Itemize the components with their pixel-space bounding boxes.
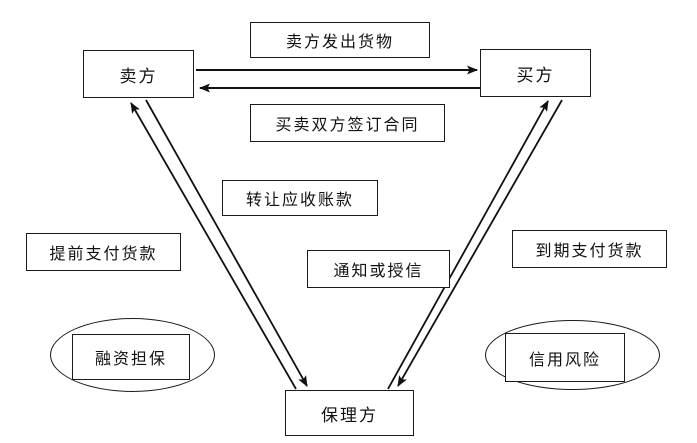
annotation-financing-guarantee[interactable]: 融资担保 bbox=[72, 334, 190, 380]
node-seller-label: 卖方 bbox=[119, 66, 158, 87]
node-buyer-label: 买方 bbox=[516, 65, 555, 86]
annotation-credit-risk-text: 信用风险 bbox=[528, 349, 601, 369]
label-advance-payment-text: 提前支付货款 bbox=[49, 244, 158, 263]
label-ship-goods[interactable]: 卖方发出货物 bbox=[250, 22, 430, 58]
label-notice-or-credit[interactable]: 通知或授信 bbox=[307, 250, 450, 288]
annotation-credit-risk[interactable]: 信用风险 bbox=[505, 333, 625, 382]
edge-factor-to-buyer bbox=[387, 100, 549, 390]
node-seller[interactable]: 卖方 bbox=[83, 50, 194, 98]
edge-seller-to-factor bbox=[145, 99, 308, 387]
node-factor-label: 保理方 bbox=[321, 405, 378, 426]
label-ship-goods-text: 卖方发出货物 bbox=[285, 32, 394, 51]
label-sign-contract-text: 买卖双方签订合同 bbox=[275, 115, 420, 134]
annotation-financing-guarantee-text: 融资担保 bbox=[94, 349, 167, 368]
label-notice-or-credit-text: 通知或授信 bbox=[333, 261, 424, 280]
label-transfer-receivables[interactable]: 转让应收账款 bbox=[222, 180, 378, 216]
label-advance-payment[interactable]: 提前支付货款 bbox=[26, 233, 181, 271]
edge-factor-to-seller bbox=[130, 102, 297, 390]
node-buyer[interactable]: 买方 bbox=[480, 49, 591, 97]
label-due-payment-text: 到期支付货款 bbox=[535, 241, 644, 260]
edge-buyer-to-factor bbox=[397, 99, 563, 387]
label-transfer-receivables-text: 转让应收账款 bbox=[245, 190, 354, 209]
label-due-payment[interactable]: 到期支付货款 bbox=[512, 230, 667, 268]
label-sign-contract[interactable]: 买卖双方签订合同 bbox=[250, 104, 445, 142]
node-factor[interactable]: 保理方 bbox=[285, 390, 414, 436]
